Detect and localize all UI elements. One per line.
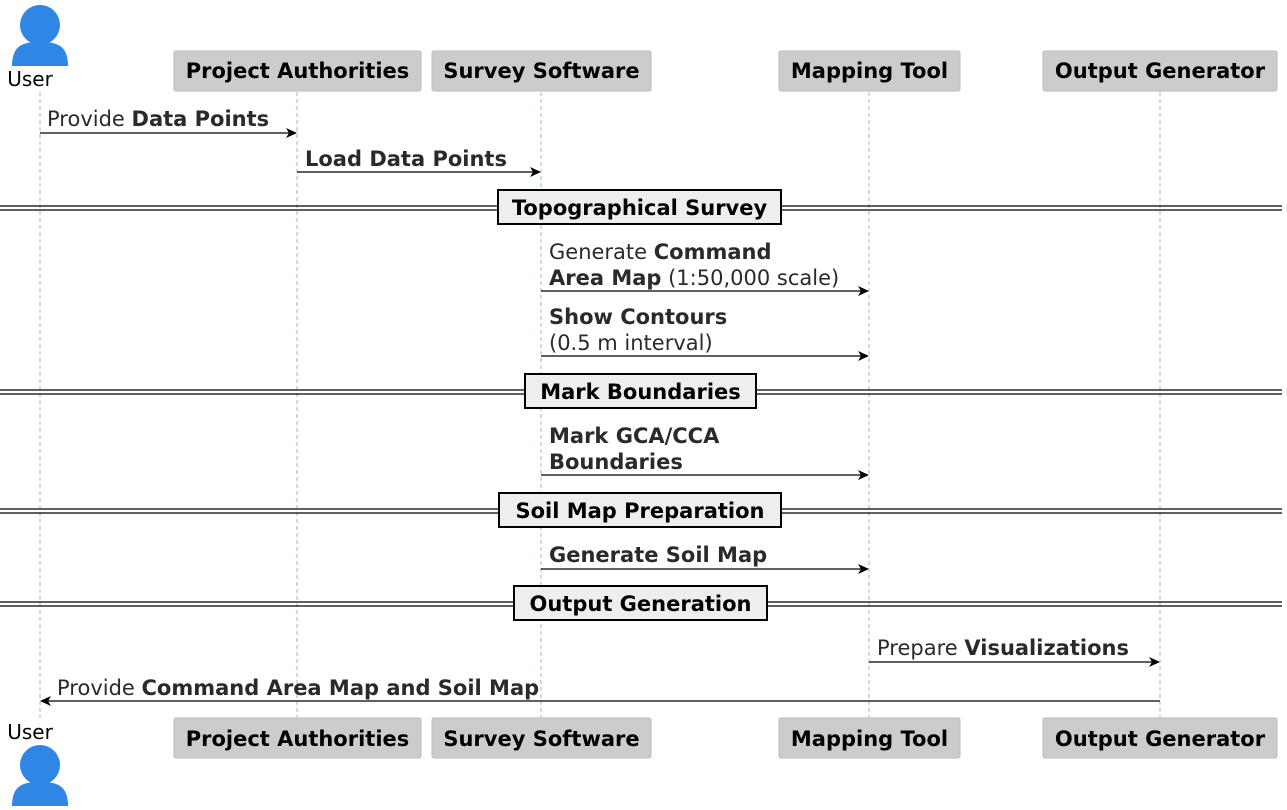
participant-label-user: User	[7, 720, 53, 744]
message-label: Provide Data Points	[47, 107, 269, 131]
arrow-head	[858, 564, 869, 574]
message-provide-command-area-map-and-soil-map: Provide Command Area Map and Soil Map	[40, 676, 1160, 706]
participant-label-project-authorities: Project Authorities	[186, 727, 410, 751]
message-text-bold: Area Map	[549, 266, 661, 290]
arrow-head	[530, 167, 541, 177]
message-text-bold: Mark GCA/CCA	[549, 424, 720, 448]
participant-label-user: User	[7, 67, 53, 91]
message-text-bold: Command Area Map and Soil Map	[142, 676, 540, 700]
arrow-head	[40, 696, 51, 706]
divider-output-generation: Output Generation	[0, 585, 1282, 621]
message-show-contours: Show Contours(0.5 m interval)	[541, 305, 869, 361]
message-generate-soil-map: Generate Soil Map	[541, 543, 869, 574]
participant-label-mapping-tool: Mapping Tool	[791, 59, 948, 83]
participant-survey-software-top: Survey Software	[431, 50, 652, 92]
message-text: Prepare	[877, 636, 964, 660]
participant-label-survey-software: Survey Software	[443, 59, 639, 83]
divider-label: Output Generation	[530, 592, 752, 616]
message-load-data-points: Load Data Points	[297, 147, 541, 177]
participant-mapping-tool-top: Mapping Tool	[778, 50, 961, 92]
message-label: Show Contours(0.5 m interval)	[549, 305, 727, 355]
message-text: (1:50,000 scale)	[661, 266, 839, 290]
message-text-bold: Load Data Points	[305, 147, 507, 171]
message-label: Generate Soil Map	[549, 543, 767, 567]
participant-label-survey-software: Survey Software	[443, 727, 639, 751]
message-text-bold: Show Contours	[549, 305, 727, 329]
message-text-bold: Command	[654, 240, 772, 264]
message-prepare-visualizations: Prepare Visualizations	[869, 636, 1160, 667]
arrow-head	[1149, 657, 1160, 667]
participant-project-authorities-top: Project Authorities	[173, 50, 422, 92]
message-label: Load Data Points	[305, 147, 507, 171]
message-text: Provide	[57, 676, 142, 700]
participant-output-generator-top: Output Generator	[1042, 50, 1278, 92]
message-label: Prepare Visualizations	[877, 636, 1129, 660]
message-text: Provide	[47, 107, 132, 131]
participant-label-output-generator: Output Generator	[1055, 59, 1266, 83]
divider-topographical-survey: Topographical Survey	[0, 189, 1282, 225]
message-text-bold: Boundaries	[549, 450, 683, 474]
divider-soil-map-preparation: Soil Map Preparation	[0, 492, 1282, 528]
divider-label: Topographical Survey	[512, 196, 768, 220]
actor-icon	[12, 745, 68, 806]
arrow-head	[858, 470, 869, 480]
actor-user-top: User	[7, 5, 68, 91]
arrow-head	[858, 351, 869, 361]
participant-survey-software-bottom: Survey Software	[431, 717, 652, 759]
divider-label: Soil Map Preparation	[515, 499, 764, 523]
divider-mark-boundaries: Mark Boundaries	[0, 373, 1282, 409]
participant-project-authorities-bottom: Project Authorities	[173, 717, 422, 759]
arrow-head	[286, 128, 297, 138]
message-text: (0.5 m interval)	[549, 331, 713, 355]
participant-mapping-tool-bottom: Mapping Tool	[778, 717, 961, 759]
participant-output-generator-bottom: Output Generator	[1042, 717, 1278, 759]
message-label: Provide Command Area Map and Soil Map	[57, 676, 539, 700]
participant-label-project-authorities: Project Authorities	[186, 59, 410, 83]
message-text-bold: Data Points	[132, 107, 270, 131]
actor-icon	[12, 5, 68, 66]
divider-label: Mark Boundaries	[540, 380, 741, 404]
message-provide-data-points: Provide Data Points	[40, 107, 297, 138]
participant-label-mapping-tool: Mapping Tool	[791, 727, 948, 751]
arrow-head	[858, 286, 869, 296]
message-text: Generate	[549, 240, 654, 264]
message-text-bold: Visualizations	[964, 636, 1129, 660]
actor-user-bottom: User	[7, 720, 68, 806]
participant-label-output-generator: Output Generator	[1055, 727, 1266, 751]
message-text-bold: Generate Soil Map	[549, 543, 767, 567]
